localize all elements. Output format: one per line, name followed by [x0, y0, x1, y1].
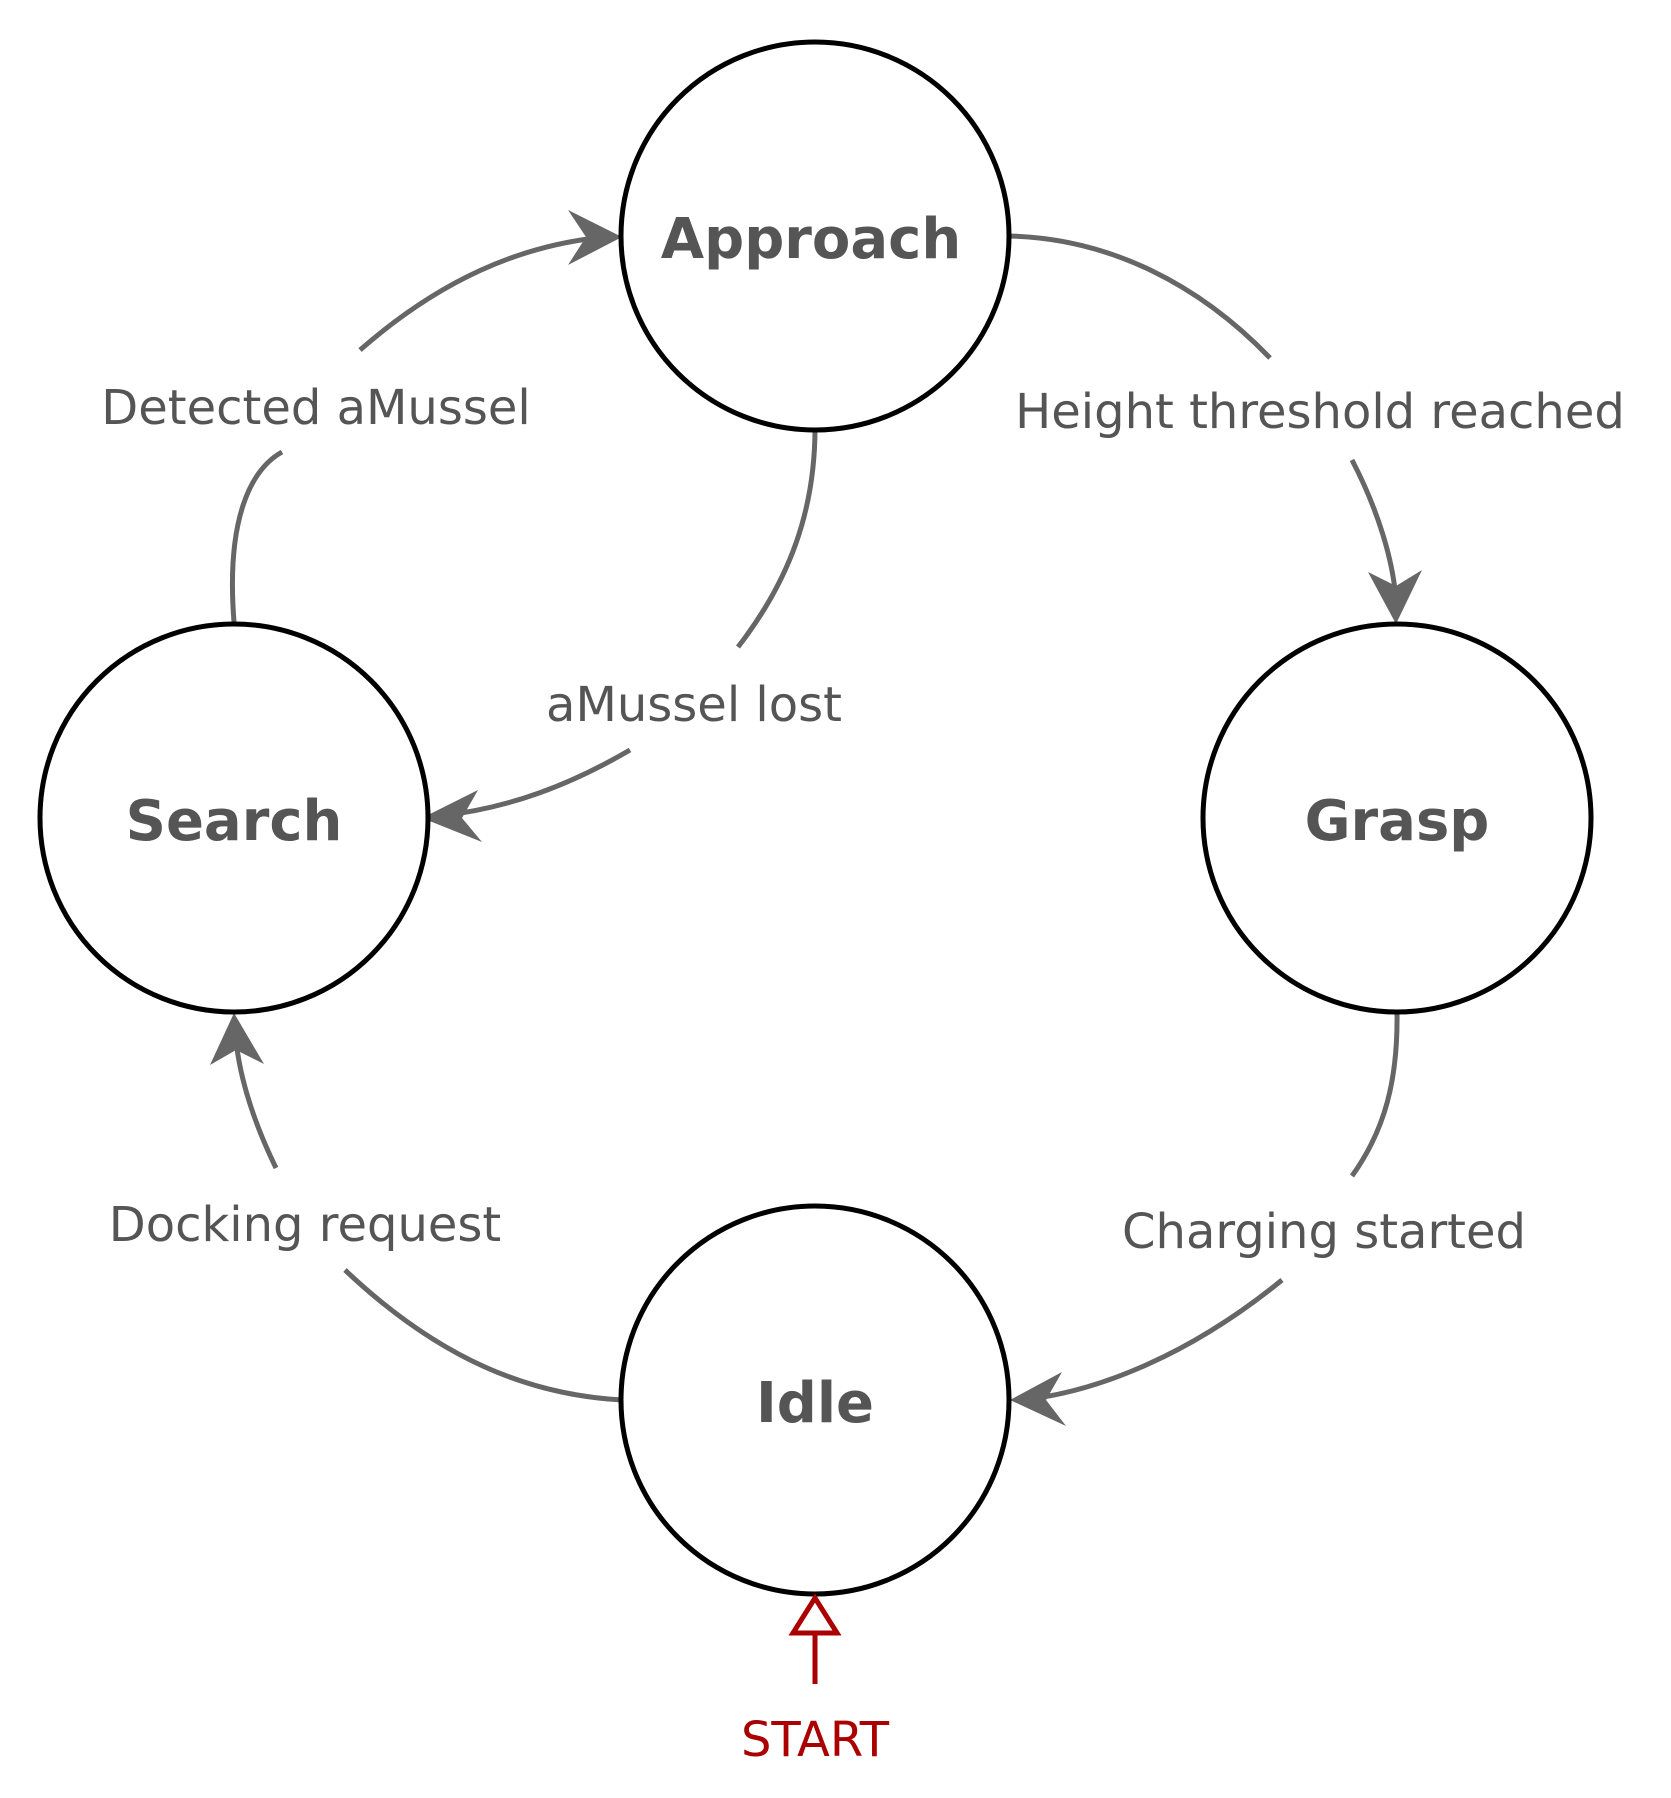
arrowhead-icon	[210, 1013, 264, 1065]
start-label: START	[741, 1712, 890, 1768]
state-label-search: Search	[126, 789, 343, 854]
edge-idle-to-search: Docking request	[109, 1013, 623, 1403]
edge-label-detected-amussel: Detected aMussel	[101, 380, 530, 436]
arrowhead-icon	[568, 210, 622, 265]
start-arrow-icon	[788, 1593, 842, 1636]
edge-label-charging-started: Charging started	[1122, 1204, 1526, 1260]
edge-approach-to-grasp: Height threshold reached	[1007, 233, 1625, 624]
edge-label-docking-request: Docking request	[109, 1197, 501, 1253]
edge-label-amussel-lost: aMussel lost	[546, 677, 842, 733]
edge-approach-to-search: aMussel lost	[422, 427, 842, 842]
state-label-grasp: Grasp	[1305, 789, 1490, 854]
state-search[interactable]: Search	[37, 621, 431, 1015]
start-marker: START	[741, 1593, 890, 1768]
state-grasp[interactable]: Grasp	[1200, 621, 1594, 1015]
state-idle[interactable]: Idle	[618, 1203, 1012, 1597]
arrowhead-icon	[422, 790, 482, 842]
edge-search-to-approach: Detected aMussel	[101, 210, 622, 623]
edge-grasp-to-idle: Charging started	[1010, 1011, 1526, 1426]
edge-label-height-threshold-reached: Height threshold reached	[1015, 384, 1625, 440]
arrowhead-icon	[1010, 1372, 1066, 1426]
arrowhead-icon	[1368, 570, 1422, 624]
state-label-approach: Approach	[661, 207, 961, 272]
state-label-idle: Idle	[756, 1371, 874, 1436]
state-approach[interactable]: Approach	[618, 39, 1012, 433]
